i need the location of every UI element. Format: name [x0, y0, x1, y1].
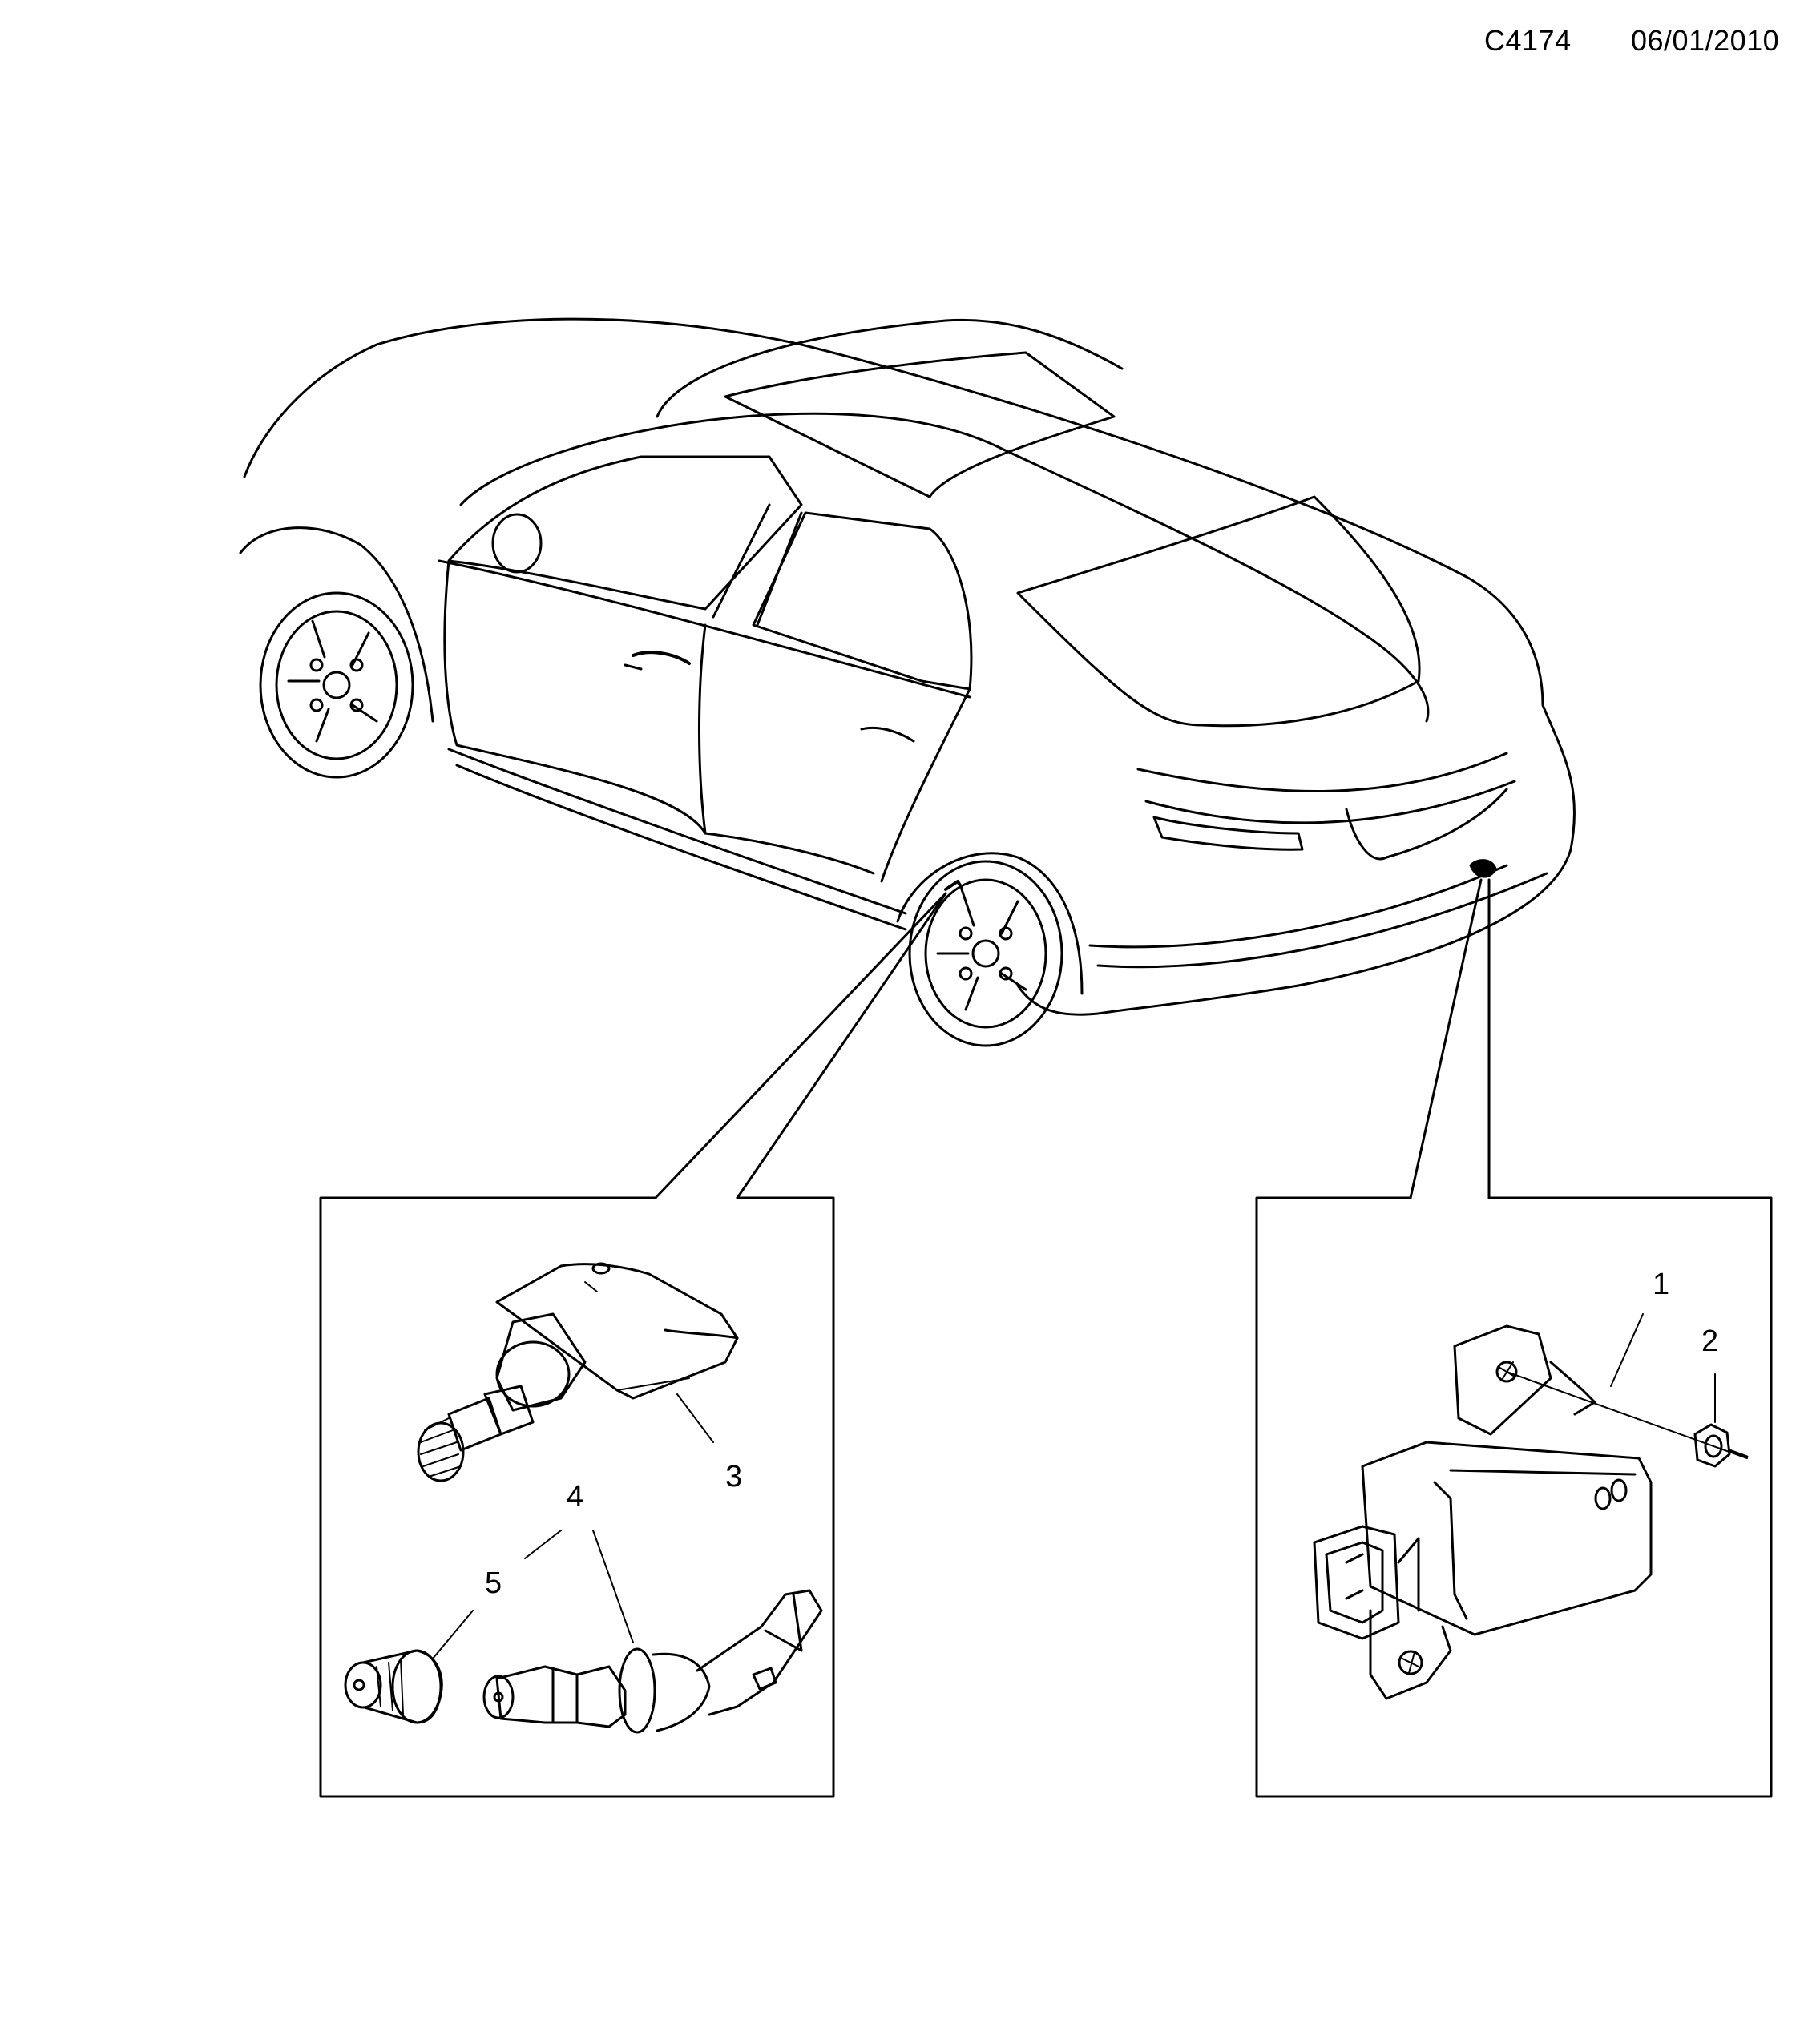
callout-3: 3 — [725, 1460, 742, 1494]
tire-pressure-sensor-drawing — [417, 1262, 739, 1482]
callout-5: 5 — [485, 1566, 502, 1600]
diagram-code: C4174 — [1484, 24, 1572, 57]
hex-nut-drawing — [1693, 1423, 1749, 1468]
car-illustration — [239, 317, 1576, 1047]
control-module-drawing — [1313, 1324, 1653, 1700]
valve-cap-drawing — [344, 1649, 443, 1724]
diagram-date: 06/01/2010 — [1631, 24, 1780, 57]
callout-2: 2 — [1701, 1324, 1718, 1358]
valve-stem-drawing — [482, 1589, 823, 1734]
callout-4: 4 — [567, 1480, 583, 1514]
module-detail-box — [1255, 1196, 1773, 1798]
leader-lines — [654, 878, 1491, 1199]
tire-sensor-detail-box — [319, 1196, 835, 1798]
callout-1: 1 — [1653, 1268, 1669, 1301]
